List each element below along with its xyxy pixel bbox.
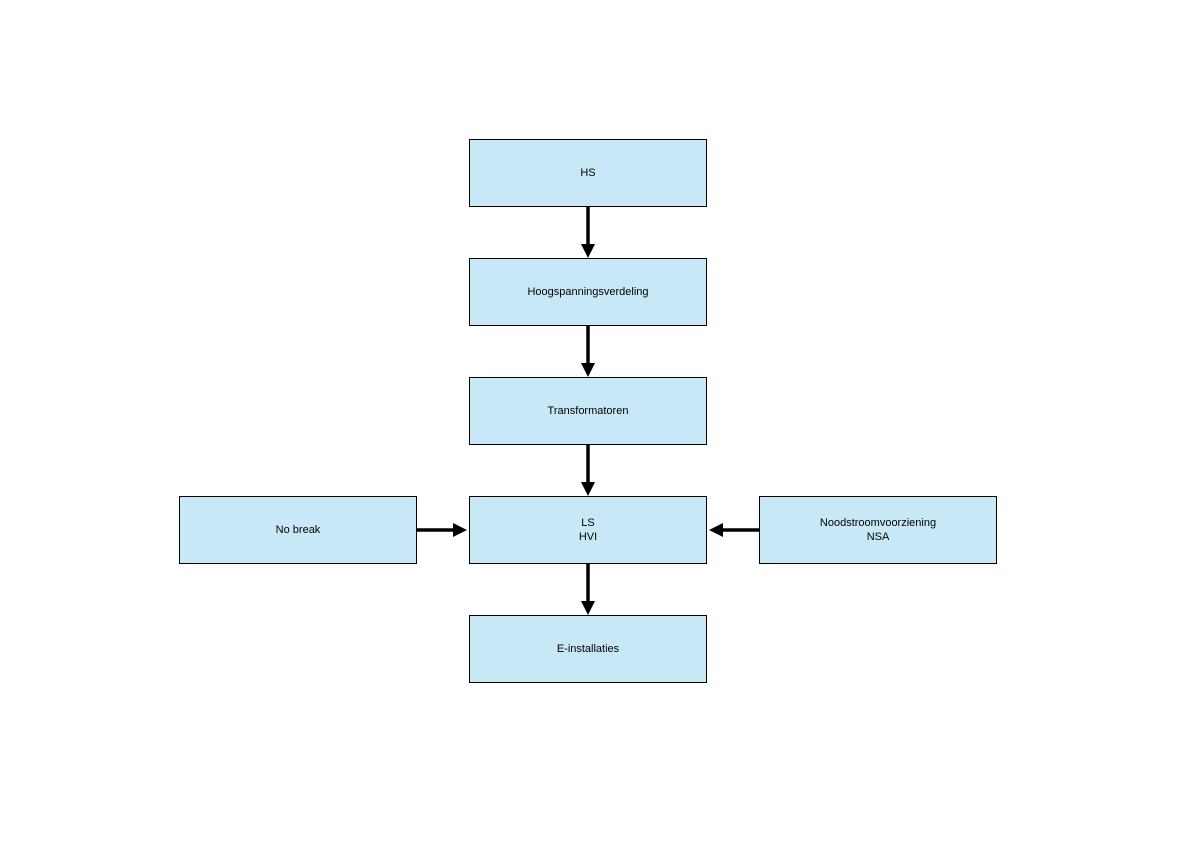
node-ls-hvi: LS HVI [469, 496, 707, 564]
node-ls-hvi-label-1: LS [581, 517, 595, 529]
arrowhead-noodstroom-to-ls [709, 523, 723, 537]
node-transformatoren-label: Transformatoren [547, 405, 629, 417]
node-ls-hvi-label-2: HVI [578, 531, 598, 543]
arrowhead-hs-to-hoogspanningsverdeling [581, 244, 595, 258]
node-no-break: No break [179, 496, 417, 564]
node-hoogspanningsverdeling: Hoogspanningsverdeling [469, 258, 707, 326]
node-hs: HS [469, 139, 707, 207]
arrowhead-transformatoren-to-ls [581, 482, 595, 496]
node-noodstroomvoorziening: Noodstroomvoorziening NSA [759, 496, 997, 564]
node-hoogspanningsverdeling-label: Hoogspanningsverdeling [527, 286, 649, 298]
node-transformatoren: Transformatoren [469, 377, 707, 445]
arrowhead-no-break-to-ls [453, 523, 467, 537]
node-e-installaties-label: E-installaties [556, 643, 620, 655]
node-no-break-label: No break [275, 524, 321, 536]
node-noodstroomvoorziening-label-1: Noodstroomvoorziening [819, 517, 937, 529]
node-hs-label: HS [580, 167, 596, 179]
arrowhead-ls-to-e-installaties [581, 601, 595, 615]
node-noodstroomvoorziening-label-2: NSA [866, 531, 890, 543]
node-e-installaties: E-installaties [469, 615, 707, 683]
arrowhead-hoogspanningsverdeling-to-transformatoren [581, 363, 595, 377]
